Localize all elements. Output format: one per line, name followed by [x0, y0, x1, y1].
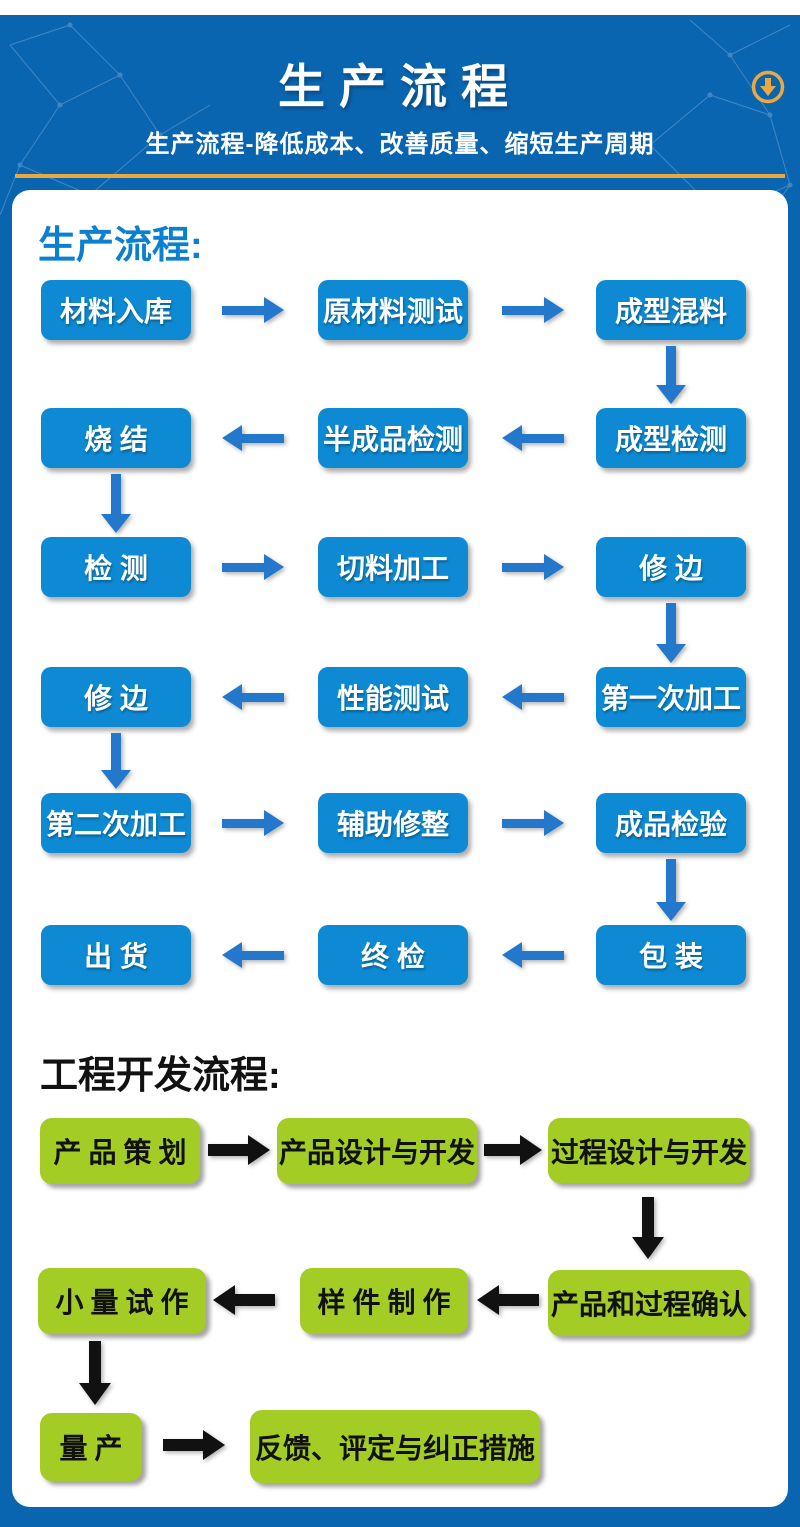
arrow-right-icon	[502, 296, 564, 324]
flow-step-mix: 成型混料	[596, 280, 746, 340]
flow-step-trim-1: 修 边	[596, 537, 746, 597]
page-subtitle: 生产流程-降低成本、改善质量、缩短生产周期	[145, 131, 655, 158]
download-button[interactable]	[751, 70, 785, 104]
arrow-left-icon	[222, 683, 284, 711]
arrow-left-icon	[213, 1285, 275, 1315]
arrow-left-icon	[502, 683, 564, 711]
arrow-left-icon	[477, 1285, 539, 1315]
flow-step-raw-test: 原材料测试	[318, 280, 468, 340]
arrow-right-icon	[502, 809, 564, 837]
arrow-right-icon	[208, 1135, 270, 1165]
arrow-down-icon	[655, 346, 687, 404]
flow-step-mass-production: 量产	[40, 1413, 142, 1481]
production-flow-heading: 生产流程:	[38, 225, 203, 267]
flow-step-final-inspect: 成品检验	[596, 793, 746, 853]
arrow-down-icon	[79, 1341, 111, 1405]
flow-step-material-in: 材料入库	[41, 280, 191, 340]
flow-step-product-planning: 产品策划	[40, 1118, 200, 1184]
top-white-strip	[0, 0, 800, 15]
download-icon	[751, 70, 785, 104]
flow-step-second-machining: 第二次加工	[41, 793, 191, 853]
flow-step-perf-test: 性能测试	[318, 667, 468, 727]
arrow-down-icon	[632, 1197, 664, 1259]
arrow-left-icon	[222, 941, 284, 969]
arrow-down-icon	[655, 603, 687, 663]
flow-step-product-design: 产品设计与开发	[277, 1118, 477, 1184]
arrow-down-icon	[655, 859, 687, 921]
engineering-flow-heading: 工程开发流程:	[40, 1055, 281, 1097]
arrow-right-icon	[222, 809, 284, 837]
page-title: 生产流程	[278, 60, 522, 113]
arrow-down-icon	[100, 733, 132, 789]
arrow-right-icon	[484, 1135, 542, 1165]
flow-step-trim-2: 修 边	[41, 667, 191, 727]
flow-step-ship: 出 货	[41, 925, 191, 985]
arrow-right-icon	[222, 296, 284, 324]
flow-step-cutting: 切料加工	[318, 537, 468, 597]
arrow-left-icon	[502, 941, 564, 969]
flow-step-process-design: 过程设计与开发	[548, 1118, 750, 1183]
arrow-left-icon	[502, 424, 564, 452]
flow-step-sample-making: 样件制作	[300, 1268, 468, 1334]
arrow-right-icon	[502, 553, 564, 581]
divider-line	[15, 174, 785, 178]
flow-step-feedback-correct: 反馈、评定与纠正措施	[250, 1410, 540, 1483]
arrow-right-icon	[222, 553, 284, 581]
arrow-left-icon	[222, 424, 284, 452]
flow-step-pilot-run: 小量试作	[38, 1268, 206, 1334]
flow-step-process-confirm: 产品和过程确认	[548, 1270, 750, 1336]
flow-step-inspect: 检 测	[41, 537, 191, 597]
arrow-right-icon	[163, 1430, 225, 1460]
flow-step-packing: 包 装	[596, 925, 746, 985]
flow-step-first-machining: 第一次加工	[596, 667, 746, 727]
flow-step-sinter: 烧 结	[41, 408, 191, 468]
flow-step-molding-test: 成型检测	[596, 408, 746, 468]
flow-step-aux-finish: 辅助修整	[318, 793, 468, 853]
arrow-down-icon	[100, 474, 132, 533]
flow-step-semi-test: 半成品检测	[318, 408, 468, 468]
flow-step-final-check: 终 检	[318, 925, 468, 985]
